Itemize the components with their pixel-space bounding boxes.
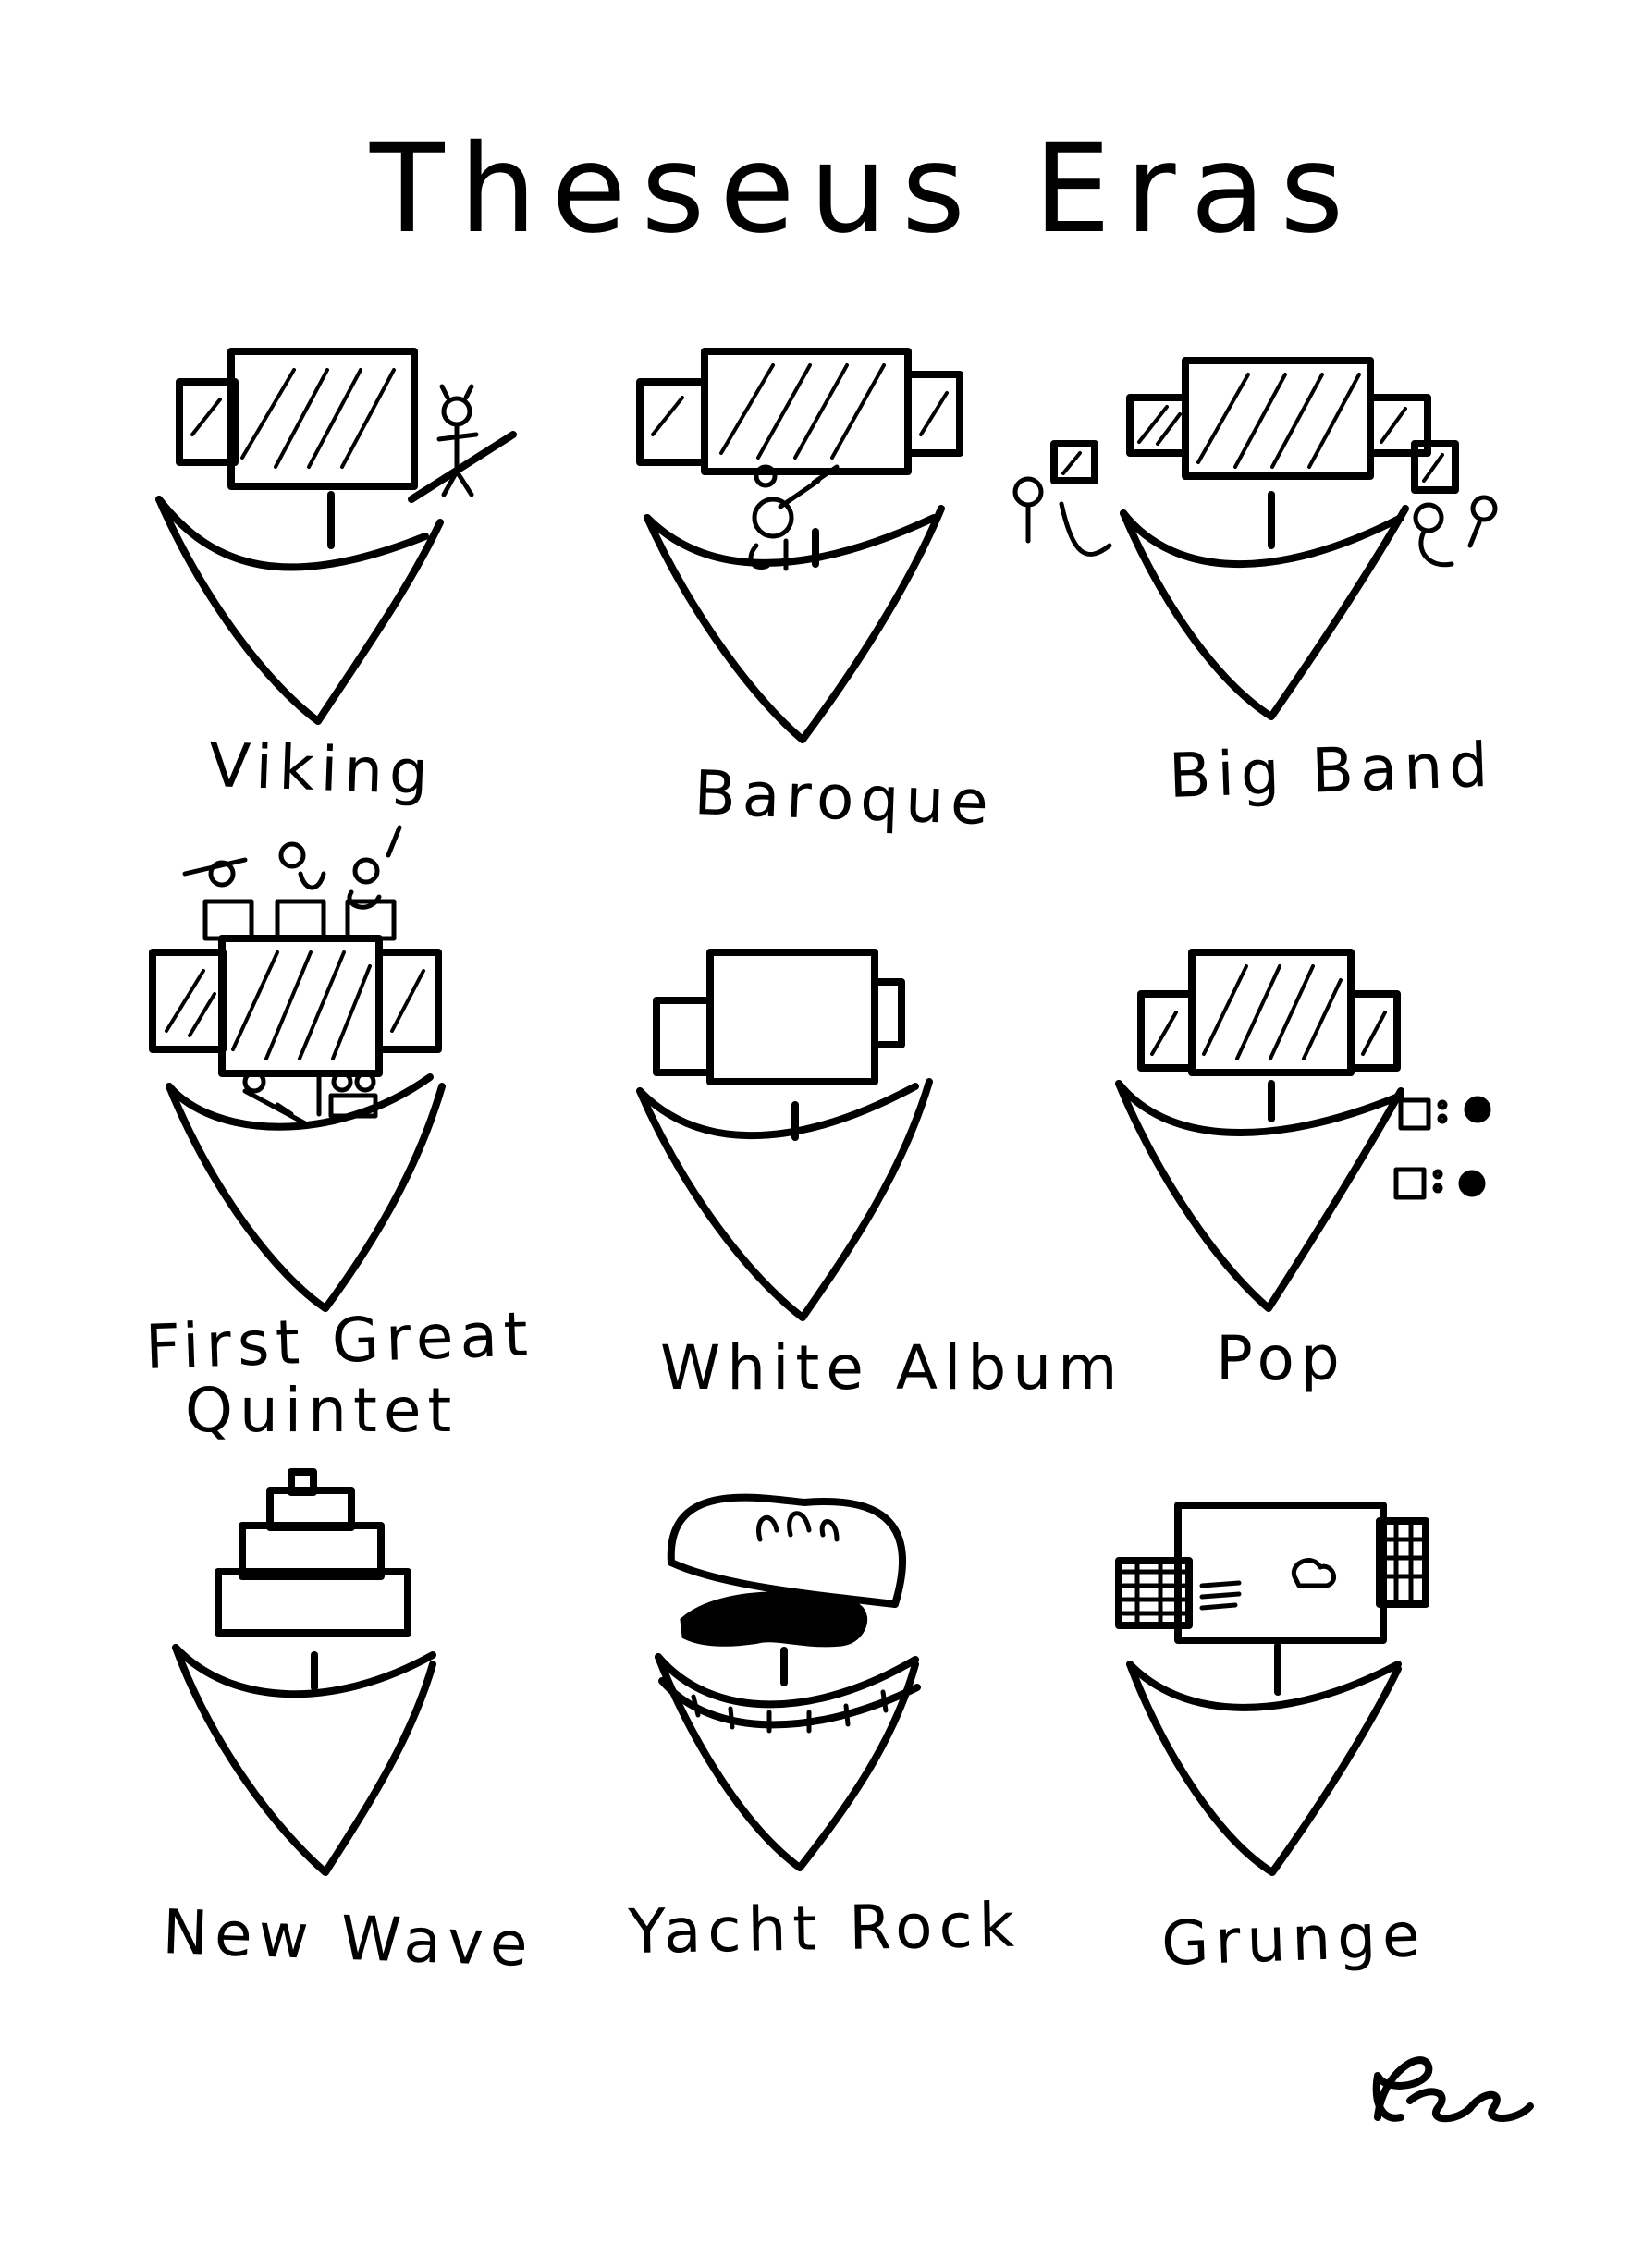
viking-figure-icon xyxy=(408,384,517,503)
ship-yacht-rock xyxy=(655,1493,921,1871)
caption-grunge: Grunge xyxy=(1160,1899,1428,1980)
panel-pop: Pop xyxy=(1115,949,1491,1394)
panel-baroque: Baroque xyxy=(636,348,996,839)
panel-yacht-rock: Yacht Rock xyxy=(627,1493,1022,1968)
ship-new-wave xyxy=(172,1468,436,1876)
conductor-figure-icon xyxy=(748,464,840,571)
caption-white-album: White Album xyxy=(660,1332,1123,1404)
caption-viking: Viking xyxy=(207,729,435,808)
ship-viking xyxy=(155,348,444,725)
panel-viking: Viking xyxy=(155,348,517,809)
panel-first-great-quintet: First Great Quintet xyxy=(144,825,535,1446)
artist-signature xyxy=(1372,2056,1534,2123)
caption-new-wave: New Wave xyxy=(161,1896,535,1980)
trumpet-player-left-icon xyxy=(1012,476,1044,544)
quintet-upper-musicians-icon xyxy=(182,825,402,941)
panel-new-wave: New Wave xyxy=(161,1468,535,1980)
trumpet-player-right-icon xyxy=(1413,495,1498,568)
ship-baroque xyxy=(636,348,963,743)
ship-big-band xyxy=(1050,357,1459,720)
speaker-icon xyxy=(1393,1096,1491,1200)
ship-pop xyxy=(1115,949,1404,1312)
ship-first-great-quintet xyxy=(149,935,446,1312)
quintet-deck-musicians-icon xyxy=(242,1070,378,1126)
page-title: Theseus Eras xyxy=(369,118,1358,261)
caption-first-great-quintet-line2: Quintet xyxy=(185,1375,458,1446)
panel-grunge: Grunge xyxy=(1115,1502,1429,1980)
caption-big-band: Big Band xyxy=(1168,729,1495,812)
panel-big-band: Big Band xyxy=(1012,357,1498,812)
caption-pop: Pop xyxy=(1216,1323,1346,1394)
panel-white-album: White Album xyxy=(636,949,1123,1404)
ship-white-album xyxy=(636,949,933,1321)
caption-baroque: Baroque xyxy=(693,757,996,839)
ship-grunge xyxy=(1115,1502,1429,1876)
caption-yacht-rock: Yacht Rock xyxy=(627,1890,1022,1968)
caption-first-great-quintet-line1: First Great xyxy=(144,1298,535,1383)
